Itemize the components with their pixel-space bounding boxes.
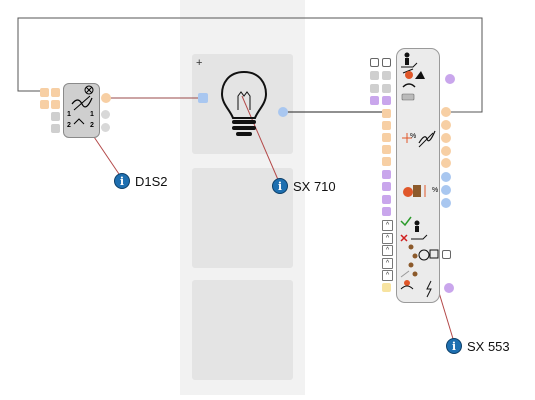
device-label: D1S2: [135, 173, 168, 189]
panel-marker: +: [196, 57, 203, 69]
pin[interactable]: [51, 124, 60, 133]
pin[interactable]: [382, 170, 391, 179]
device-info-sx710[interactable]: i SX 710: [272, 178, 336, 194]
caret-up-icon[interactable]: ^: [382, 258, 393, 269]
pin[interactable]: [382, 283, 391, 292]
device-label: SX 553: [467, 338, 510, 354]
pin[interactable]: [382, 157, 391, 166]
pin[interactable]: [382, 182, 391, 191]
pin[interactable]: [441, 120, 451, 130]
light-bulb-icon[interactable]: [214, 68, 274, 138]
pin[interactable]: [40, 88, 49, 97]
pin[interactable]: [51, 112, 60, 121]
caret-up-icon[interactable]: ^: [382, 233, 393, 244]
pin[interactable]: [445, 74, 455, 84]
bulb-output-pin[interactable]: [278, 107, 288, 117]
d1s2-device[interactable]: 1 2 1 2: [63, 83, 100, 138]
pin[interactable]: [382, 145, 391, 154]
terminal-label: 2: [90, 122, 94, 129]
pin[interactable]: [441, 198, 451, 208]
pin[interactable]: [370, 84, 379, 93]
caret-up-icon[interactable]: ^: [382, 270, 393, 281]
pin[interactable]: [382, 121, 391, 130]
pin[interactable]: [370, 58, 379, 67]
pin[interactable]: [51, 100, 60, 109]
pin[interactable]: [441, 146, 451, 156]
pin[interactable]: [441, 185, 451, 195]
sx553-device[interactable]: % %: [396, 48, 440, 303]
caret-up-icon[interactable]: ^: [382, 245, 393, 256]
pin[interactable]: [441, 158, 451, 168]
device-label: SX 710: [293, 178, 336, 194]
pin[interactable]: [382, 109, 391, 118]
pin[interactable]: [370, 96, 379, 105]
device-slot-1[interactable]: [192, 54, 293, 154]
pin[interactable]: [382, 96, 391, 105]
caret-up-icon[interactable]: ^: [382, 220, 393, 231]
info-icon[interactable]: i: [446, 338, 462, 354]
info-icon[interactable]: i: [114, 173, 130, 189]
terminal-label: 2: [67, 122, 71, 129]
pin[interactable]: [382, 195, 391, 204]
pin[interactable]: [382, 71, 391, 80]
pin[interactable]: [382, 207, 391, 216]
device-info-d1s2[interactable]: i D1S2: [114, 173, 168, 189]
pin[interactable]: [444, 283, 454, 293]
pin[interactable]: [101, 110, 110, 119]
percent-label: %: [410, 133, 417, 140]
device-info-sx553[interactable]: i SX 553: [446, 338, 510, 354]
pin[interactable]: [441, 172, 451, 182]
bulb-input-pin[interactable]: [198, 93, 208, 103]
pin[interactable]: [370, 71, 379, 80]
terminal-label: 1: [90, 111, 94, 118]
multi-sensor-icon: [400, 52, 439, 298]
device-slot-3[interactable]: [192, 280, 293, 380]
info-icon[interactable]: i: [272, 178, 288, 194]
pin[interactable]: [101, 93, 111, 103]
pin[interactable]: [382, 84, 391, 93]
pin[interactable]: [382, 133, 391, 142]
pin[interactable]: [40, 100, 49, 109]
pin[interactable]: [101, 123, 110, 132]
pin[interactable]: [441, 107, 451, 117]
loop-wire: [17, 17, 483, 113]
terminal-label: 1: [67, 111, 71, 118]
pin[interactable]: [441, 133, 451, 143]
pin[interactable]: [382, 58, 391, 67]
pin[interactable]: [442, 250, 451, 259]
percent-label: %: [432, 187, 439, 194]
leader-sx710: [241, 95, 280, 183]
pin[interactable]: [51, 88, 60, 97]
switch-icon: [71, 85, 94, 125]
